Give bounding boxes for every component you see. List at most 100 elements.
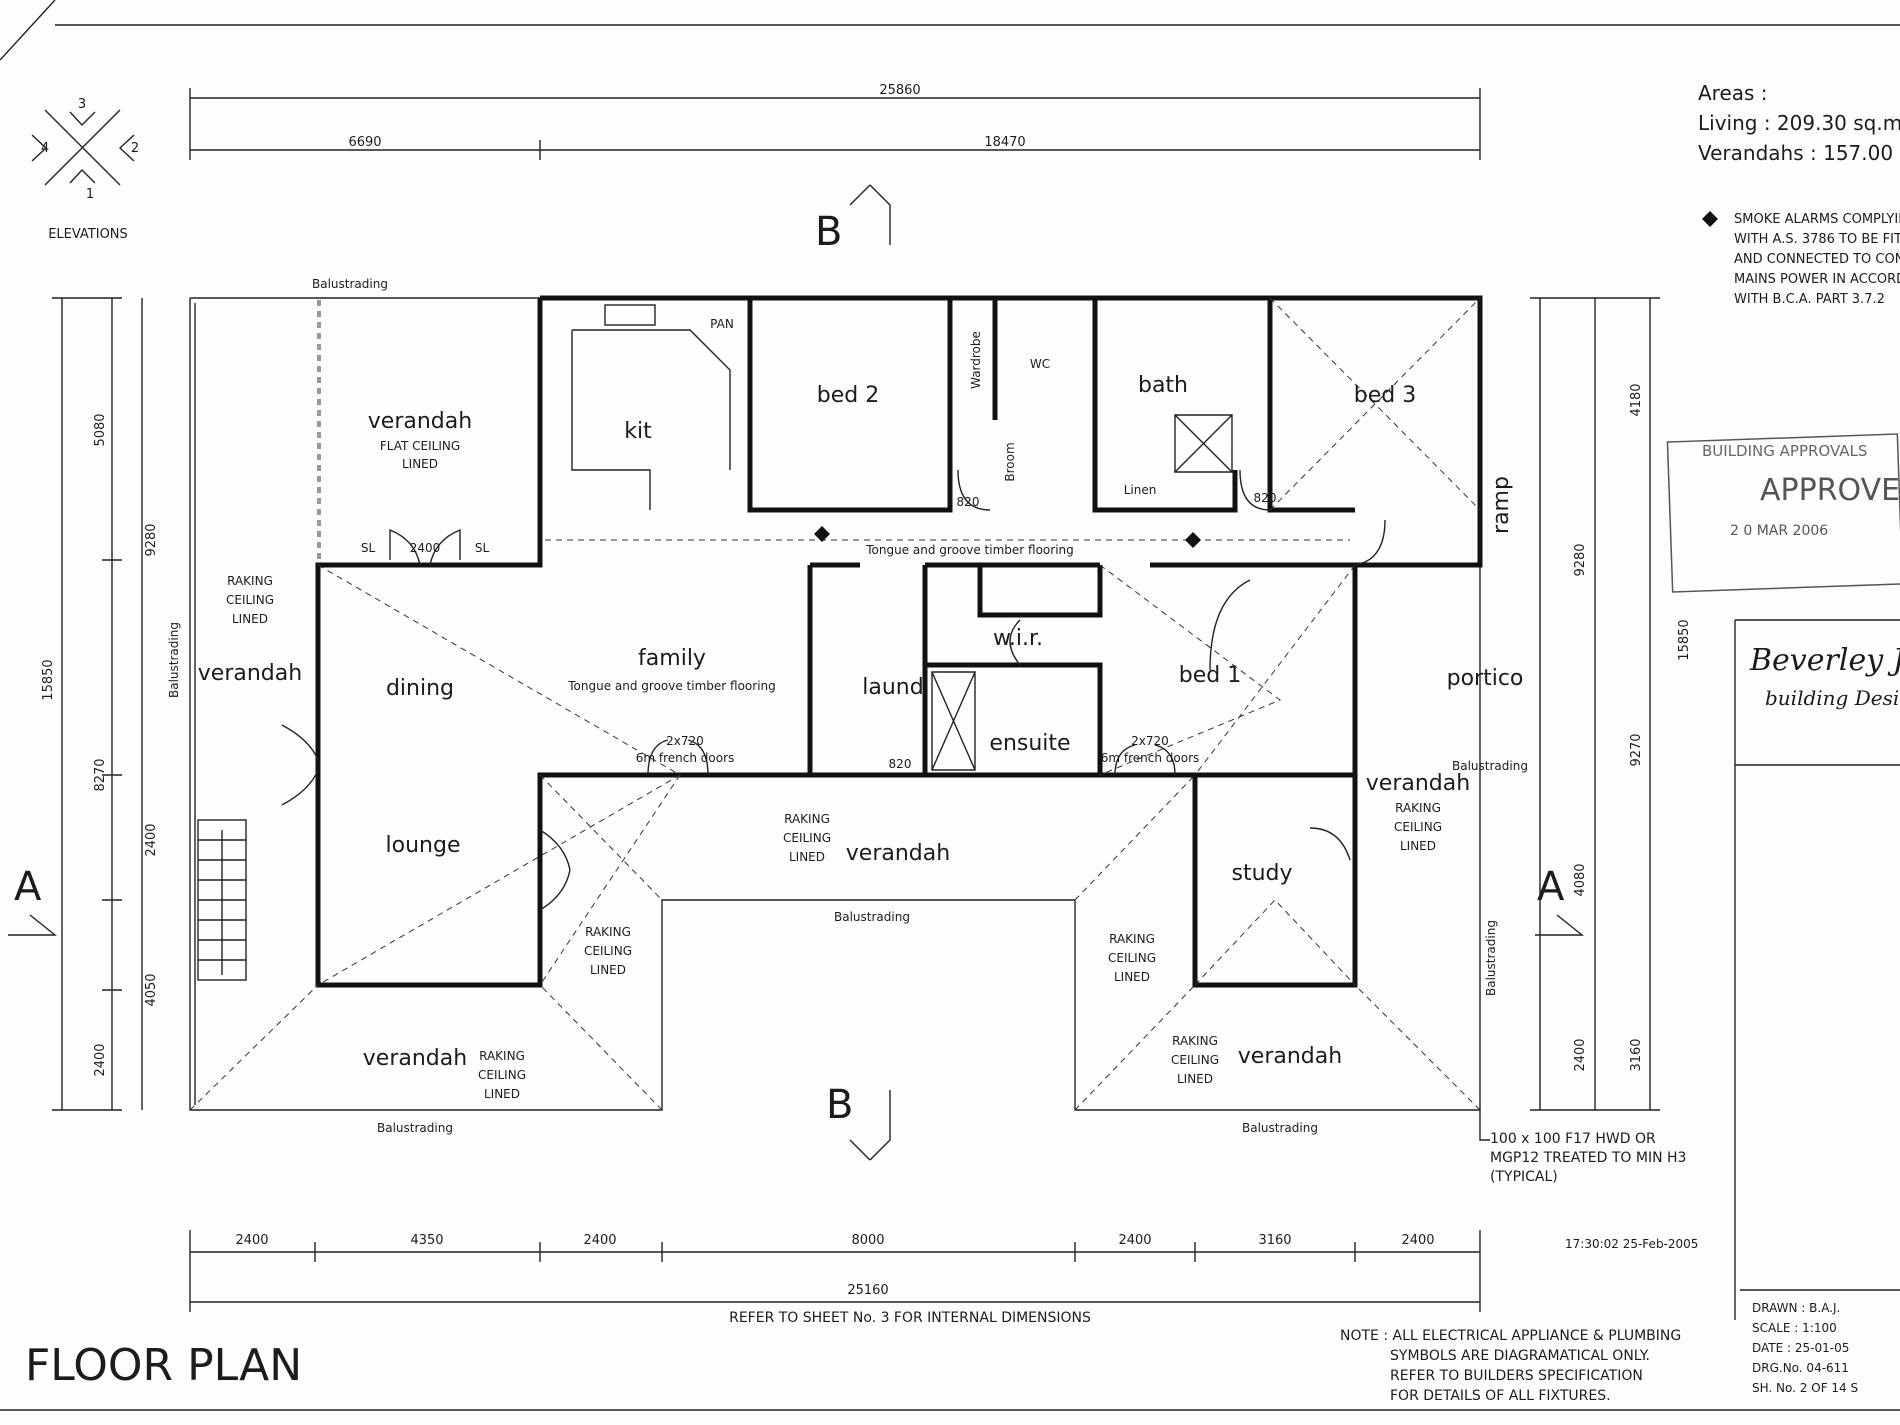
smoke-note-line-1: SMOKE ALARMS COMPLYING — [1734, 212, 1900, 227]
plot-timestamp: 17:30:02 25-Feb-2005 — [1565, 1237, 1698, 1251]
room-verandah-right: verandah — [1366, 771, 1470, 796]
dim-bottom-4: 8000 — [851, 1233, 884, 1248]
elevation-4: 4 — [41, 141, 49, 156]
company-block: Beverley Jones building Design — [1734, 619, 1900, 1320]
dim-left-f: 2400 — [93, 1043, 108, 1076]
wall-interior-core — [807, 562, 1355, 775]
room-study: study — [1231, 861, 1292, 886]
smoke-note-line-4: MAINS POWER IN ACCORDANCE — [1734, 272, 1900, 287]
section-marker-a-right: A — [1535, 864, 1584, 936]
note-flat-ceiling: FLAT CEILING — [380, 439, 460, 453]
balustrading-top: Balustrading — [312, 277, 388, 291]
french-doors-2-size: 2x720 — [1131, 734, 1169, 748]
raking-2-c: LINED — [789, 850, 825, 864]
wall-bedroom-wing — [747, 298, 1483, 520]
raking-6-c: LINED — [484, 1087, 520, 1101]
door-820-b: 820 — [1254, 491, 1277, 505]
company-sub: building Design — [1765, 686, 1900, 710]
dim-right-a: 4180 — [1629, 383, 1644, 416]
raking-2-a: RAKING — [784, 812, 830, 826]
door-sl-2: SL — [475, 541, 490, 555]
dim-bottom-1: 2400 — [235, 1233, 268, 1248]
room-lounge: lounge — [386, 833, 461, 858]
elevations-caption: ELEVATIONS — [48, 227, 128, 242]
note-corridor-floor: Tongue and groove timber flooring — [865, 543, 1074, 557]
note-line-2: SYMBOLS ARE DIAGRAMATICAL ONLY. — [1390, 1348, 1650, 1364]
dim-bottom-3: 2400 — [583, 1233, 616, 1248]
raking-2-b: CEILING — [783, 831, 831, 845]
dim-bottom-2: 4350 — [410, 1233, 443, 1248]
room-verandah-bottom-right: verandah — [1238, 1044, 1342, 1069]
raking-1-a: RAKING — [227, 574, 273, 588]
raking-ceiling-notes: RAKING CEILING LINED RAKING CEILING LINE… — [226, 574, 1442, 1101]
dim-bottom-5: 2400 — [1118, 1233, 1151, 1248]
floor-plan-title: FLOOR PLAN — [25, 1340, 302, 1391]
raking-3-c: LINED — [590, 963, 626, 977]
post-note-line-2: MGP12 TREATED TO MIN H3 — [1490, 1150, 1686, 1166]
room-bed2: bed 2 — [817, 383, 879, 408]
wall-study — [1192, 775, 1358, 988]
title-block-frame — [1734, 619, 1900, 1320]
dim-left-d: 2400 — [144, 823, 159, 856]
section-a-right-label: A — [1537, 864, 1565, 910]
room-verandah-top: verandah — [368, 409, 472, 434]
title-block-drawn: DRAWN : B.A.J. — [1752, 1301, 1840, 1315]
smoke-alarm-symbol — [1702, 211, 1718, 227]
right-dimensions: 4180 9280 15850 9270 4080 2400 3160 — [1530, 297, 1692, 1111]
door-swings — [957, 469, 1386, 861]
raking-5-a: RAKING — [1395, 801, 1441, 815]
title-block: DRAWN : B.A.J. SCALE : 1:100 DATE : 25-0… — [1740, 1289, 1900, 1395]
dim-bottom-overall: 25160 — [847, 1283, 888, 1298]
stamp-line-1: BUILDING APPROVALS — [1702, 442, 1867, 460]
areas-heading: Areas : — [1698, 81, 1768, 105]
post-note: 100 x 100 F17 HWD OR MGP12 TREATED TO MI… — [1479, 1110, 1686, 1185]
room-bed1: bed 1 — [1179, 663, 1241, 688]
room-pan: PAN — [710, 317, 734, 331]
smoke-note-line-5: WITH B.C.A. PART 3.7.2 — [1734, 292, 1885, 307]
dim-right-d: 4080 — [1573, 863, 1588, 896]
sliding-doors-verandah — [389, 528, 461, 566]
dim-left-b: 9280 — [144, 523, 159, 556]
raking-3-b: CEILING — [584, 944, 632, 958]
room-family: family — [638, 646, 706, 671]
door-notes: 2x720 6m french doors 2x720 6m french do… — [361, 491, 1277, 771]
room-portico: portico — [1447, 666, 1524, 691]
dim-left-e: 4050 — [144, 973, 159, 1006]
note-line-4: FOR DETAILS OF ALL FIXTURES. — [1390, 1388, 1611, 1404]
room-labels: verandah FLAT CEILING LINED kit PAN bed … — [198, 317, 1524, 1071]
title-block-drg: DRG.No. 04-611 — [1752, 1361, 1849, 1375]
dim-right-f: 3160 — [1629, 1038, 1644, 1071]
room-verandah-left: verandah — [198, 661, 302, 686]
left-dimensions: 15850 5080 9280 8270 2400 4050 2400 — [41, 297, 159, 1111]
room-linen: Linen — [1124, 483, 1157, 497]
section-marker-a-left: A — [8, 864, 57, 936]
section-b-top-label: B — [815, 209, 842, 255]
smoke-alarm-note: SMOKE ALARMS COMPLYING WITH A.S. 3786 TO… — [1702, 211, 1900, 307]
raking-7-a: RAKING — [1172, 1034, 1218, 1048]
raking-1-b: CEILING — [226, 593, 274, 607]
room-wc: WC — [1030, 357, 1050, 371]
raking-4-a: RAKING — [1109, 932, 1155, 946]
areas-living: Living : 209.30 sq.m — [1698, 111, 1900, 135]
note-line-1: NOTE : ALL ELECTRICAL APPLIANCE & PLUMBI… — [1340, 1328, 1681, 1344]
raking-7-b: CEILING — [1171, 1053, 1219, 1067]
balustrading-left: Balustrading — [167, 622, 181, 698]
dim-right-e: 2400 — [1573, 1038, 1588, 1071]
balustrading-right: Balustrading — [1484, 920, 1498, 996]
door-2400: 2400 — [410, 541, 441, 555]
raking-7-c: LINED — [1177, 1072, 1213, 1086]
title-block-sheet: SH. No. 2 OF 14 S — [1752, 1381, 1858, 1395]
raking-ceiling-lines — [189, 297, 1481, 1111]
room-bath: bath — [1138, 373, 1188, 398]
elevation-2: 2 — [131, 141, 139, 156]
dim-left-a: 5080 — [93, 413, 108, 446]
room-verandah-bottom-left: verandah — [363, 1046, 467, 1071]
bottom-dimensions: 2400 4350 2400 8000 2400 3160 2400 25160 — [189, 1230, 1481, 1312]
dim-top-right: 18470 — [984, 135, 1025, 150]
title-block-date: DATE : 25-01-05 — [1752, 1341, 1849, 1355]
balustrading-notes: Balustrading Balustrading Balustrading B… — [167, 277, 1528, 1135]
dim-bottom-6: 3160 — [1258, 1233, 1291, 1248]
sheet-corner-mark — [0, 0, 56, 61]
entry-stair — [197, 819, 247, 981]
